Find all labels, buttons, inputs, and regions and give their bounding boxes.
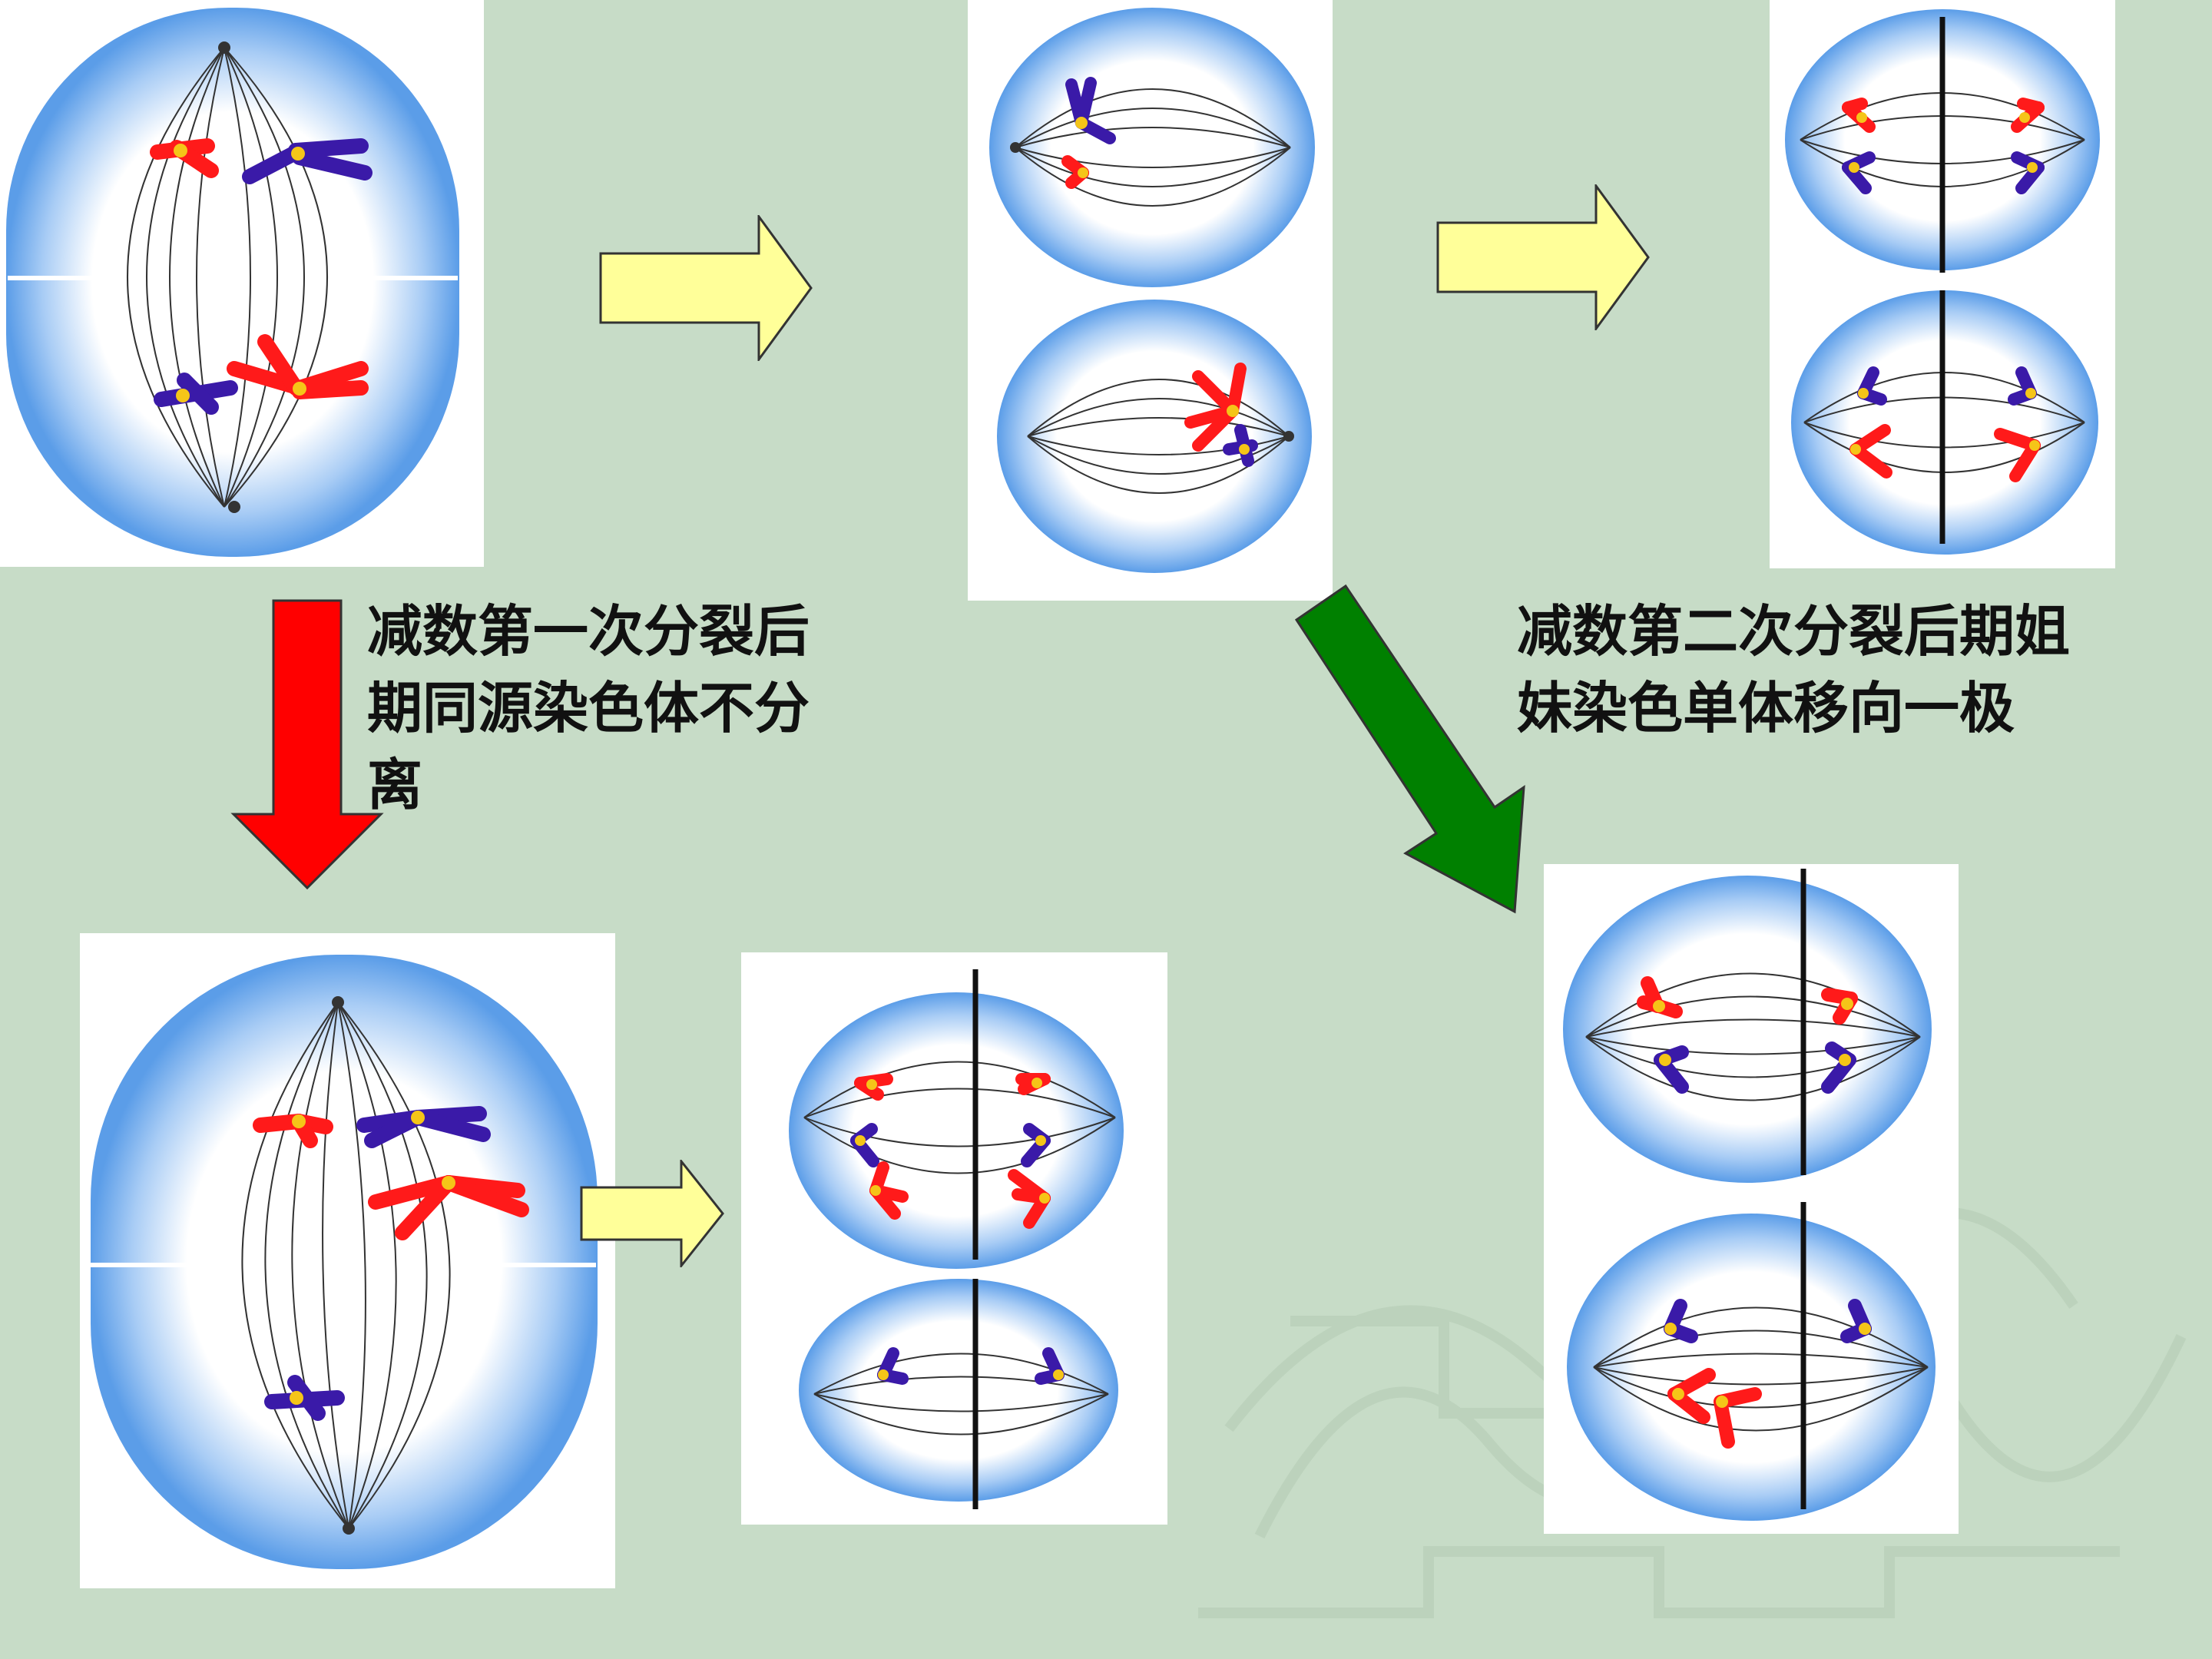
arrow-right-bottom [580, 1160, 724, 1267]
arrow-right-top-1 [599, 215, 813, 361]
cell-panel-top-right [1770, 0, 2115, 568]
arrow-right-top-2 [1436, 184, 1650, 330]
cell-panel-bottom-right [1544, 864, 1959, 1534]
arrow-diagonal-green [1294, 584, 1525, 914]
caption-meiosis-one-nondisjunction: 减数第一次分裂后期同源染色体不分离 [367, 599, 810, 817]
cell-panel-bottom-middle [741, 952, 1167, 1525]
cell-panel-top-middle [968, 0, 1333, 601]
arrow-down-red [230, 599, 384, 890]
caption-meiosis-two-nondisjunction: 减数第二次分裂后期姐妹染色单体移向一极 [1517, 599, 2071, 740]
cell-panel-bottom-left [80, 933, 615, 1588]
cell-panel-top-left [0, 0, 484, 567]
